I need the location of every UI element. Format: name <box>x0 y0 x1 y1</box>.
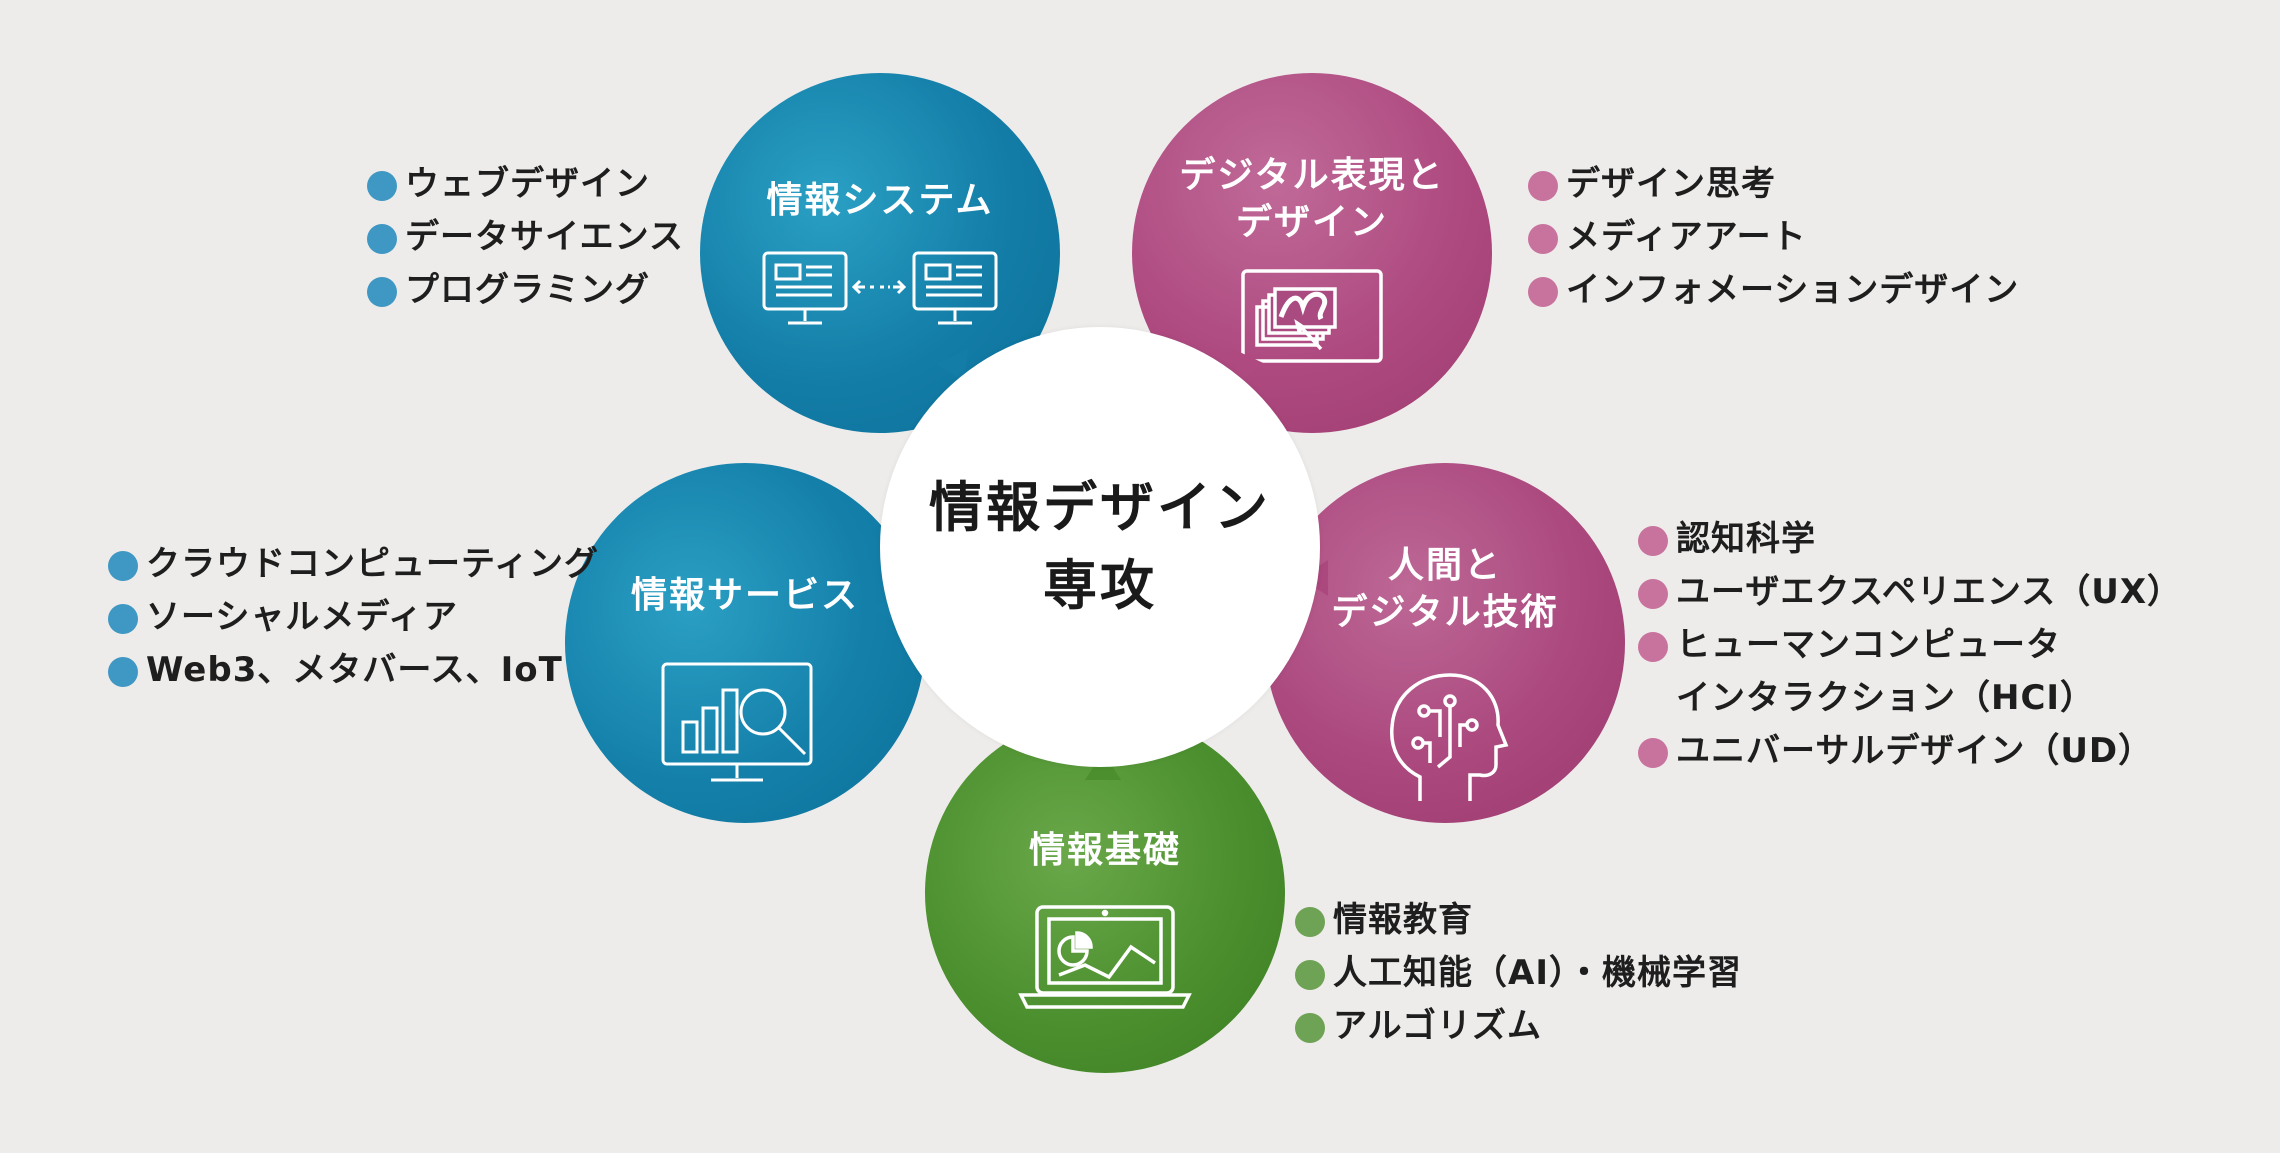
list-item: インフォメーションデザイン <box>1528 264 2019 317</box>
bullet-dot <box>367 224 397 254</box>
bullet-dot <box>1528 171 1558 201</box>
bullet-dot <box>1295 907 1325 937</box>
list-item: ソーシャルメディア <box>108 591 599 644</box>
list-item: クラウドコンピューティング <box>108 538 599 591</box>
bullet-dot <box>1528 277 1558 307</box>
node-title: 情報基礎 <box>1028 830 1181 871</box>
list-item: ヒューマンコンピュータ <box>1638 619 2182 672</box>
bullet-dot <box>1638 526 1668 556</box>
bullet-dot <box>108 604 138 634</box>
node-title-line2: デジタル技術 <box>1331 591 1559 633</box>
bullet-dot <box>108 657 138 687</box>
center-node-information-design: 情報デザイン 専攻 <box>880 327 1320 767</box>
list-item: 認知科学 <box>1638 513 2182 566</box>
laptop-chart-icon <box>1018 905 1192 1009</box>
linked-monitors-icon <box>762 251 998 325</box>
list-item: データサイエンス <box>367 211 684 264</box>
digital-art-icon <box>1241 268 1383 363</box>
node-title-line2: デザイン <box>1235 201 1388 243</box>
list-item: 情報教育 <box>1295 894 1742 947</box>
bullet-dot <box>1638 579 1668 609</box>
ai-head-circuit-icon <box>1390 672 1509 801</box>
bullet-dot <box>1295 960 1325 990</box>
bullet-dot <box>367 171 397 201</box>
list-basic: 情報教育 人工知能（AI）・機械学習 アルゴリズム <box>1295 894 1742 1053</box>
node-title: 情報サービス <box>630 575 859 616</box>
center-title-line2: 専攻 <box>1043 554 1157 617</box>
list-human: 認知科学 ユーザエクスペリエンス（UX） ヒューマンコンピュータ インタラクショ… <box>1638 513 2182 778</box>
list-item: プログラミング <box>367 264 684 317</box>
list-item: ユニバーサルデザイン（UD） <box>1638 725 2182 778</box>
list-item: メディアアート <box>1528 211 2019 264</box>
node-human-digital: 人間と デジタル技術 <box>1265 463 1625 823</box>
bullet-dot <box>1638 632 1668 662</box>
node-title: 情報システム <box>766 180 994 221</box>
bullet-dot <box>1638 738 1668 768</box>
list-item: 人工知能（AI）・機械学習 <box>1295 947 1742 1000</box>
list-item: Web3、メタバース、IoT <box>108 644 599 697</box>
bullet-dot <box>1295 1013 1325 1043</box>
chart-analysis-monitor-icon <box>661 662 813 782</box>
list-digital: デザイン思考 メディアアート インフォメーションデザイン <box>1528 158 2019 317</box>
list-item: デザイン思考 <box>1528 158 2019 211</box>
node-title-line1: 人間と <box>1387 545 1502 586</box>
node-title-line1: デジタル表現と <box>1179 155 1445 196</box>
node-information-system: 情報システム <box>700 73 1060 433</box>
list-system: ウェブデザイン データサイエンス プログラミング <box>367 158 684 317</box>
bullet-dot <box>367 277 397 307</box>
list-item: ユーザエクスペリエンス（UX） <box>1638 566 2182 619</box>
node-information-service: 情報サービス <box>565 463 925 823</box>
list-service: クラウドコンピューティング ソーシャルメディア Web3、メタバース、IoT <box>108 538 599 697</box>
list-item: アルゴリズム <box>1295 1000 1742 1053</box>
list-item-continuation: インタラクション（HCI） <box>1676 678 2096 718</box>
list-item: ウェブデザイン <box>367 158 684 211</box>
bullet-dot <box>108 551 138 581</box>
bullet-dot <box>1528 224 1558 254</box>
center-title-line1: 情報デザイン <box>929 475 1271 539</box>
